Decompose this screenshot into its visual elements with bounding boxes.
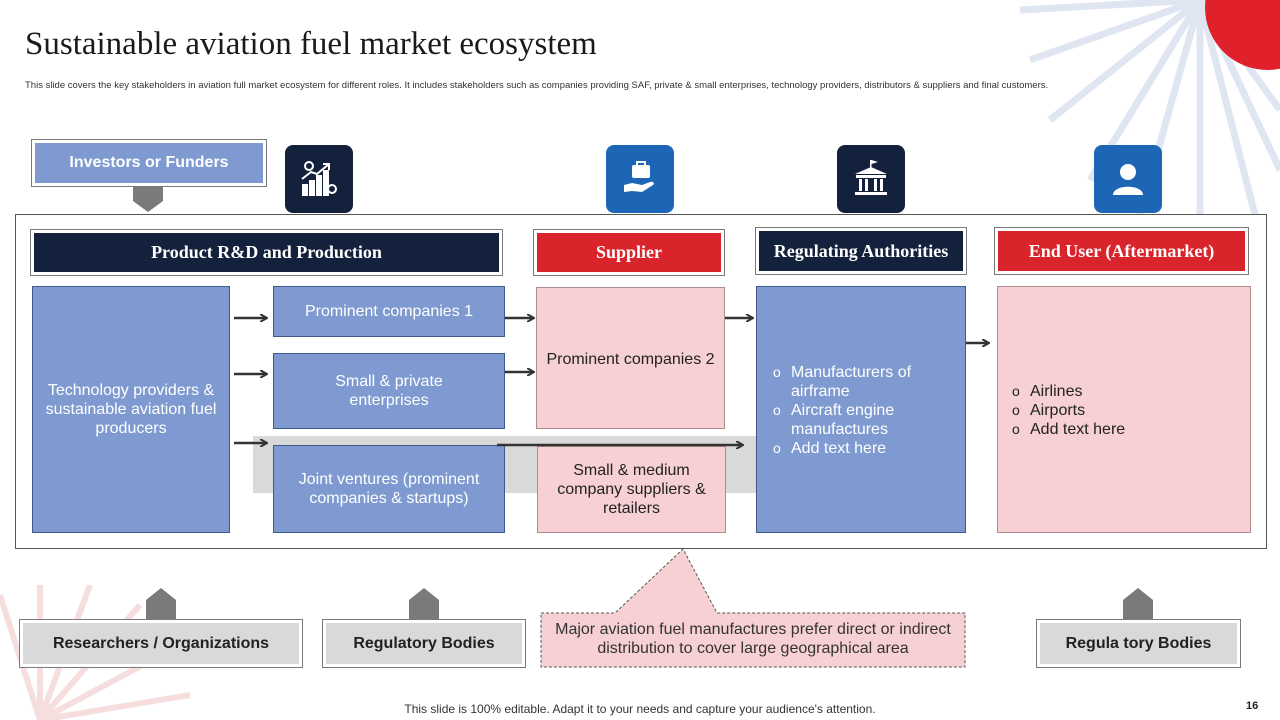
up-arrow-icon — [146, 588, 176, 620]
small-medium-box: Small & medium company suppliers & retai… — [537, 446, 726, 533]
regulating-list: Manufacturers of airframe Aircraft engin… — [773, 363, 949, 458]
up-arrow-icon — [1123, 588, 1153, 620]
list-item: Aircraft engine manufactures — [773, 401, 949, 439]
down-arrow-icon — [133, 187, 163, 212]
header-rnd: Product R&D and Production — [34, 233, 499, 272]
page-number: 16 — [1246, 700, 1259, 712]
list-item: Airports — [1012, 401, 1125, 420]
list-item: Add text here — [773, 439, 949, 458]
list-item: Airlines — [1012, 382, 1125, 401]
end-user-box: Airlines Airports Add text here — [997, 286, 1251, 533]
page-subtitle: This slide covers the key stakeholders i… — [25, 80, 1049, 91]
footer-text: This slide is 100% editable. Adapt it to… — [404, 702, 876, 716]
joint-ventures-box: Joint ventures (prominent companies & st… — [273, 445, 505, 533]
government-building-icon — [837, 145, 905, 213]
growth-chart-icon — [285, 145, 353, 213]
up-arrow-icon — [409, 588, 439, 620]
list-item: Manufacturers of airframe — [773, 363, 949, 401]
list-item: Add text here — [1012, 420, 1125, 439]
end-user-list: Airlines Airports Add text here — [1012, 382, 1125, 439]
callout-shape — [540, 548, 966, 668]
regulating-box: Manufacturers of airframe Aircraft engin… — [756, 286, 966, 533]
regulatory-bodies-box: Regulatory Bodies — [326, 623, 522, 664]
header-supplier: Supplier — [537, 233, 721, 272]
user-icon — [1094, 145, 1162, 213]
page-title: Sustainable aviation fuel market ecosyst… — [25, 26, 597, 62]
briefcase-hand-icon — [606, 145, 674, 213]
tech-providers-box: Technology providers & sustainable aviat… — [32, 286, 230, 533]
prominent-companies-2-box: Prominent companies 2 — [536, 287, 725, 429]
regulatory-bodies-box-2: Regula tory Bodies — [1040, 623, 1237, 664]
prominent-companies-1-box: Prominent companies 1 — [273, 286, 505, 337]
investors-box: Investors or Funders — [35, 143, 263, 183]
researchers-box: Researchers / Organizations — [23, 623, 299, 664]
callout-text: Major aviation fuel manufactures prefer … — [555, 621, 951, 657]
small-private-box: Small & private enterprises — [273, 353, 505, 429]
header-end-user: End User (Aftermarket) — [998, 231, 1245, 271]
header-regulating: Regulating Authorities — [759, 231, 963, 271]
